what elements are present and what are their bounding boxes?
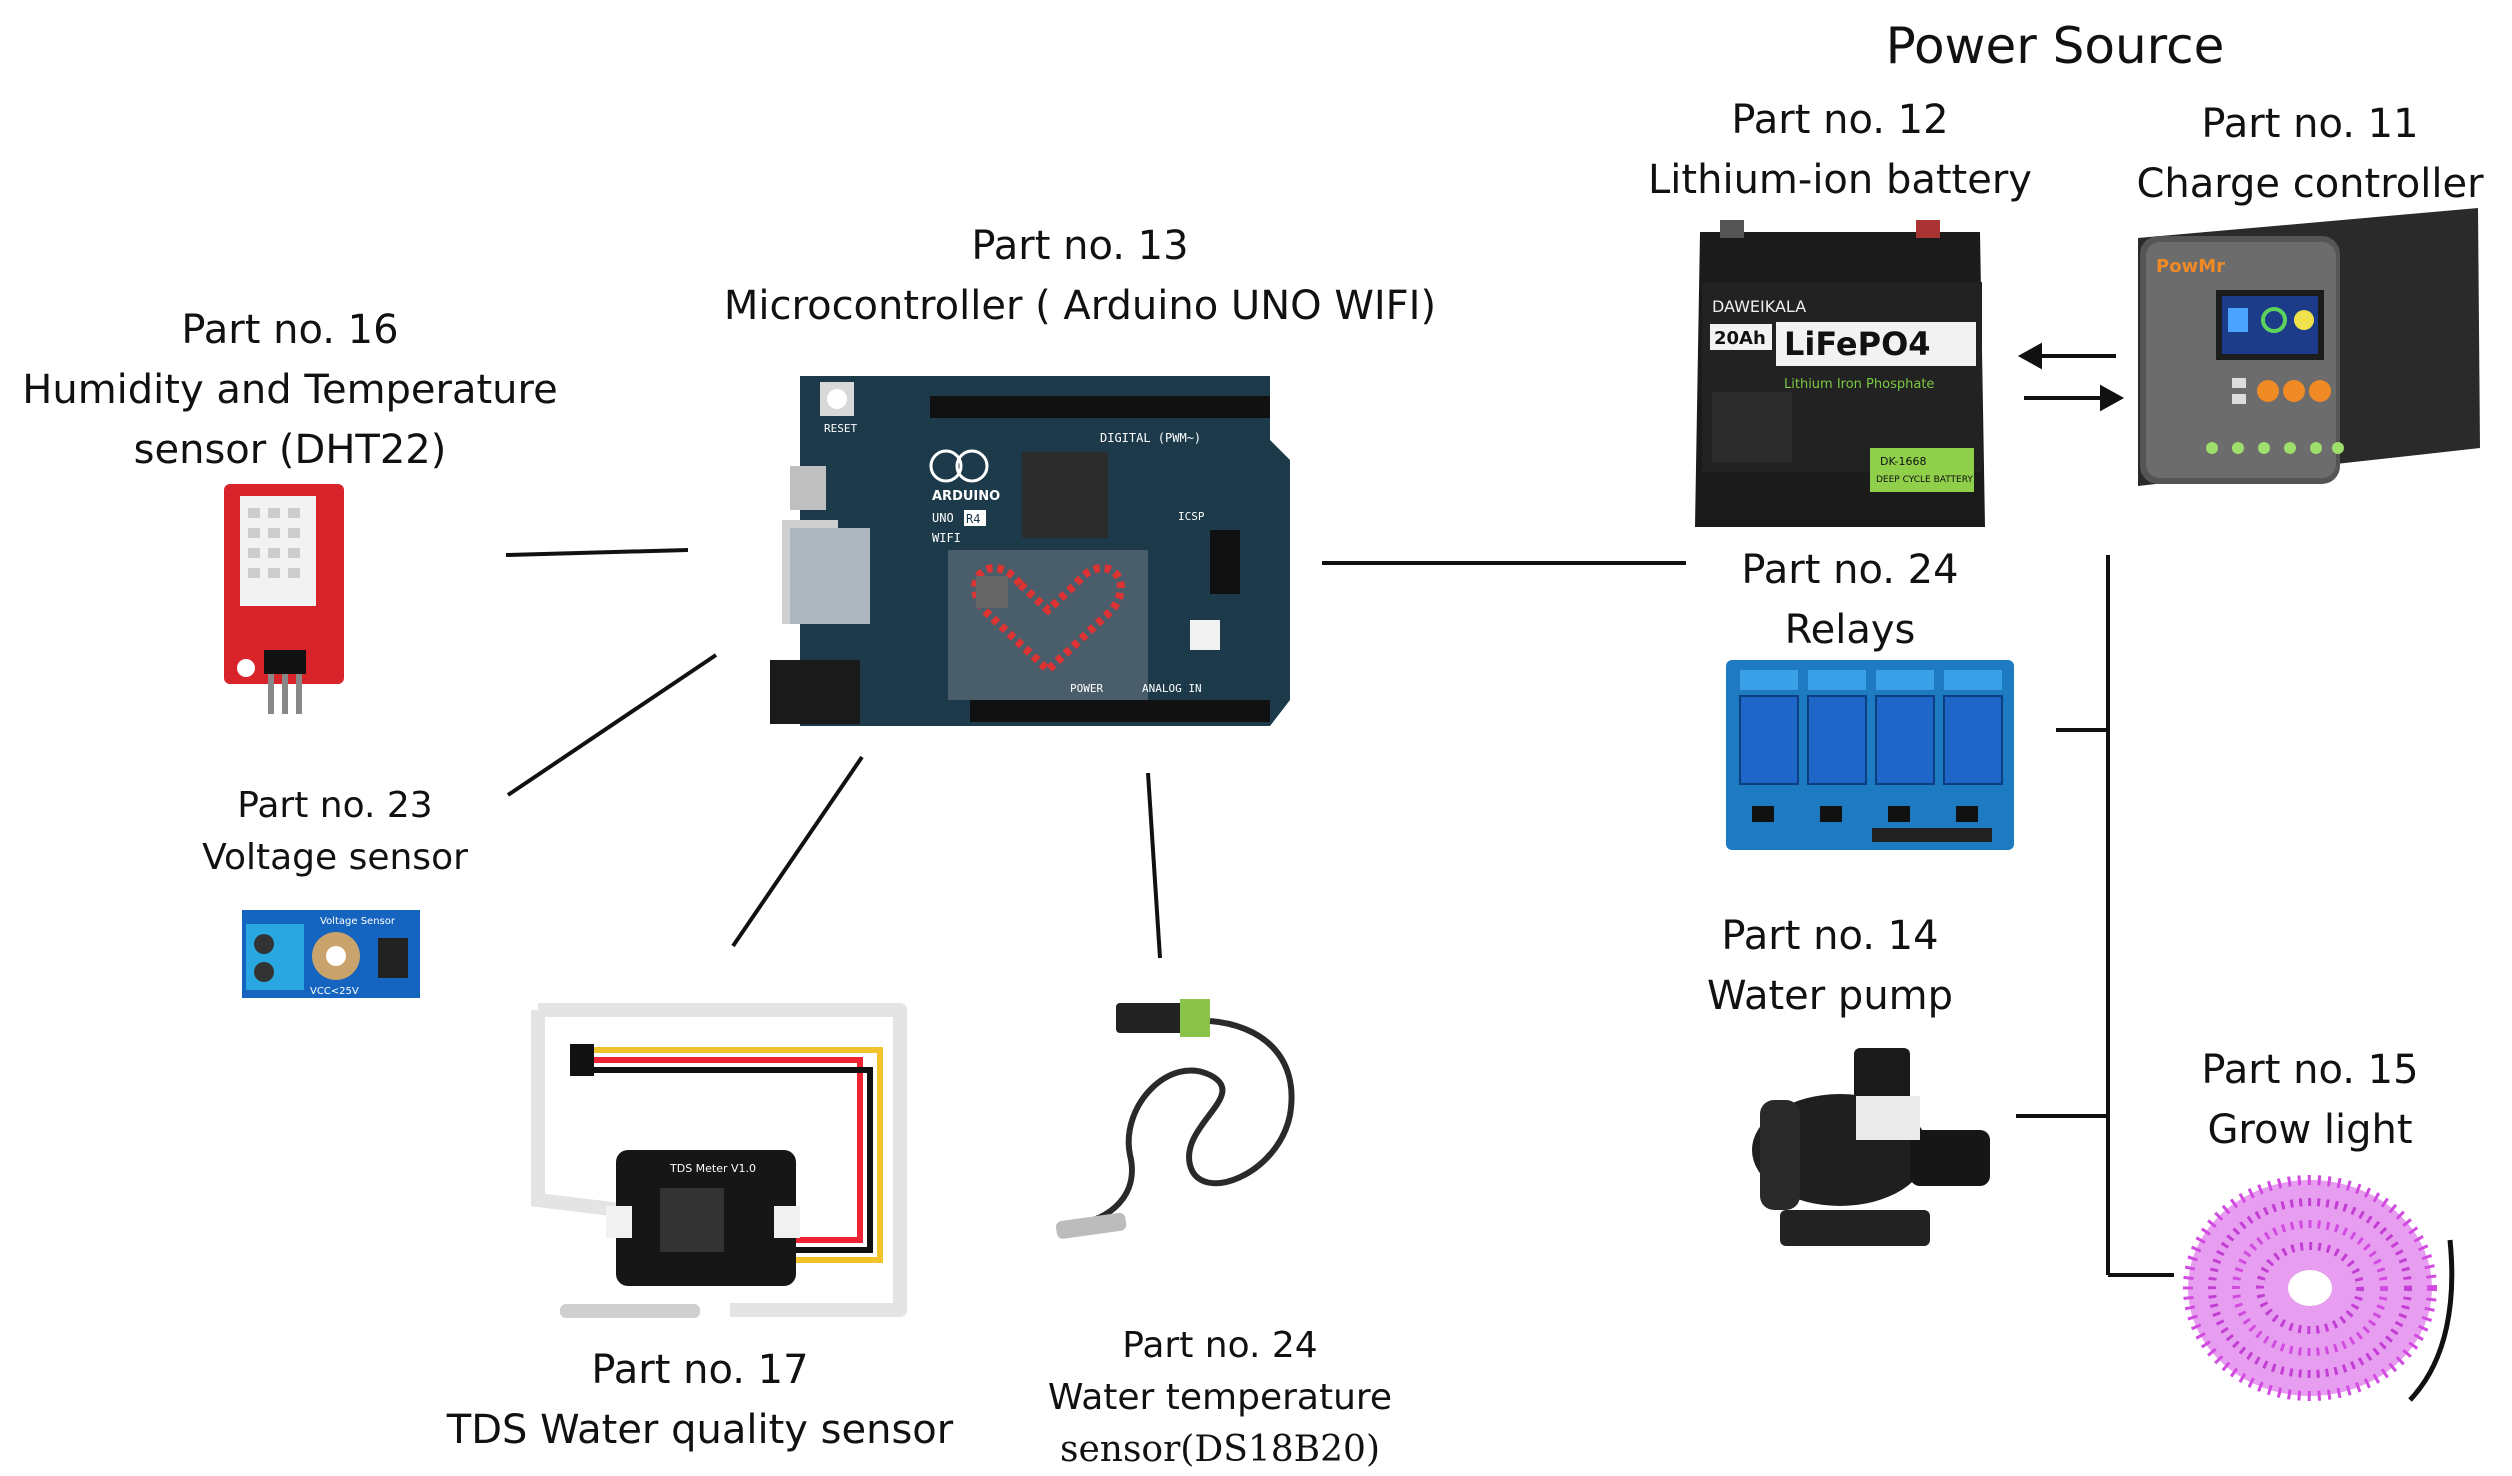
pump-label: Part no. 14 Water pump [1660,906,2000,1026]
line-voltage-mcu [506,653,718,797]
mcu-name: Microcontroller ( Arduino UNO WIFI) [723,283,1437,329]
board-rev: R4 [966,512,980,526]
pump-part-no: Part no. 14 [1721,913,1939,959]
board-analog-label: ANALOG IN [1142,682,1202,695]
voltage-board-text: Voltage Sensor [320,916,396,927]
battery-label: Part no. 12 Lithium-ion battery [1630,90,2050,210]
tds-label: Part no. 17 TDS Water quality sensor [440,1340,960,1460]
relays-label: Part no. 24 Relays [1700,540,2000,660]
dht-label: Part no. 16 Humidity and Temperature sen… [10,300,570,480]
tds-part-no: Part no. 17 [591,1347,809,1393]
water-temp-name2: sensor(DS18B20) [1059,1429,1380,1470]
dht22-sensor-image [220,480,350,724]
battery-type: DEEP CYCLE BATTERY [1876,475,1973,485]
line-tds-mcu [731,755,864,948]
charger-label: Part no. 11 Charge controller [2110,94,2510,214]
tds-board-text: TDS Meter V1.0 [669,1162,756,1175]
board-variant: WIFI [932,531,961,545]
battery-chem-sub: Lithium Iron Phosphate [1784,377,1934,392]
water-temp-label: Part no. 24 Water temperature sensor(DS1… [1010,1320,1430,1476]
dht-name2: sensor (DHT22) [133,427,447,473]
mcu-part-no: Part no. 13 [971,223,1189,269]
charger-part-no: Part no. 11 [2201,101,2419,147]
charge-controller-image: PowMr [2128,208,2490,502]
grow-light-strip-image [2180,1160,2460,1414]
relays-name: Relays [1784,607,1916,653]
grow-light-label: Part no. 15 Grow light [2170,1040,2450,1160]
board-power-label: POWER [1070,682,1103,695]
grow-light-part-no: Part no. 15 [2201,1047,2419,1093]
tds-sensor-image: TDS Meter V1.0 [520,1000,920,1334]
water-pump-image [1740,1040,2000,1274]
water-temp-name1: Water temperature [1047,1377,1393,1418]
dht-name1: Humidity and Temperature [22,367,558,413]
voltage-name: Voltage sensor [202,837,468,878]
board-digital-label: DIGITAL (PWM~) [1100,431,1201,445]
voltage-part-no: Part no. 23 [237,785,433,826]
line-watertemp-mcu [1146,772,1162,959]
water-temp-part-no: Part no. 24 [1122,1325,1318,1366]
battery-capacity: 20Ah [1714,328,1766,349]
battery-part-no: Part no. 12 [1731,97,1949,143]
battery-series: DK-1668 [1880,455,1927,468]
relays-part-no: Part no. 24 [1741,547,1959,593]
line-dht-mcu [505,548,689,557]
pump-name: Water pump [1706,973,1954,1019]
board-reset-label: RESET [824,422,857,435]
dht-part-no: Part no. 16 [181,307,399,353]
board-icsp-label: ICSP [1178,510,1205,523]
battery-chemistry: LiFePO4 [1784,325,1931,363]
voltage-vcc-text: VCC<25V [310,986,359,997]
relay-module-image [1722,656,2022,860]
battery-image: DAWEIKALA 20Ah LiFePO4 Lithium Iron Phos… [1680,212,2000,536]
arduino-board-image: RESET DIGITAL (PWM~) ARDUINO UNO R4 WIFI… [770,370,1310,764]
charger-brand: PowMr [2156,256,2225,277]
charger-name: Charge controller [2136,161,2484,207]
voltage-sensor-image: Voltage Sensor VCC<25V [240,906,424,1006]
battery-brand: DAWEIKALA [1712,297,1806,316]
board-model: UNO [932,511,954,525]
battery-name: Lithium-ion battery [1648,157,2032,203]
tds-name: TDS Water quality sensor [446,1407,954,1453]
board-brand: ARDUINO [932,489,1000,504]
grow-light-name: Grow light [2207,1107,2413,1153]
voltage-label: Part no. 23 Voltage sensor [150,780,520,884]
mcu-label: Part no. 13 Microcontroller ( Arduino UN… [600,216,1560,336]
water-temperature-probe-image [1050,985,1310,1259]
power-source-title: Power Source [1885,17,2225,75]
